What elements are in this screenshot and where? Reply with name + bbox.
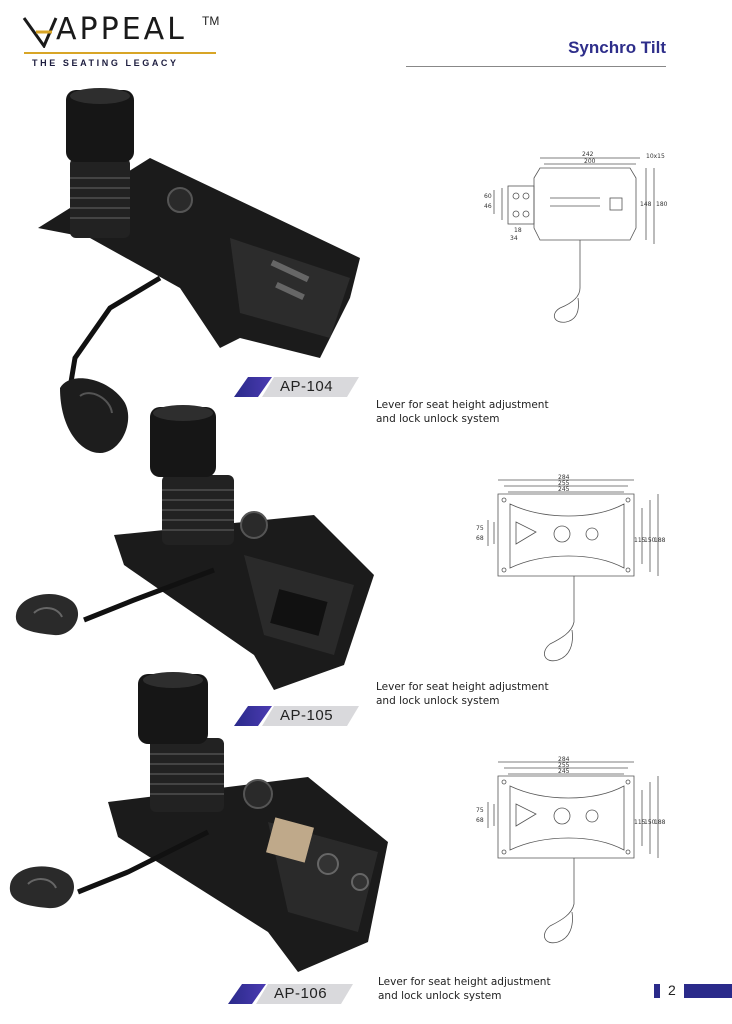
title-divider [406, 66, 666, 67]
dimension-label: 242 [582, 151, 594, 158]
dimension-label: 10x15 [646, 153, 665, 160]
dimension-label: 200 [584, 158, 596, 165]
dimension-label: 75 [476, 807, 484, 814]
badge-background [262, 377, 359, 397]
brand-logo: APPEAL TM THE SEATING LEGACY [22, 8, 222, 70]
product-code: AP-106 [274, 985, 328, 1002]
technical-drawing-ap-106: 284 255 245 75 68 115 150 188 [476, 756, 666, 944]
dimension-label: 255 [558, 762, 570, 769]
product-description-ap-106: Lever for seat height adjustment and loc… [378, 975, 551, 1003]
page-number: 2 [654, 982, 732, 998]
page-number-band [684, 984, 732, 998]
dimension-label: 150 [644, 819, 656, 826]
product-code: AP-105 [280, 707, 334, 724]
technical-drawing-ap-104: 242 200 10x15 60 46 148 180 18 34 [484, 151, 668, 323]
dimension-label: 180 [656, 201, 668, 208]
product-photo-ap-106 [9, 672, 388, 972]
product-badge-ap-106: AP-106 [228, 984, 353, 1004]
dimension-label: 75 [476, 525, 484, 532]
logo-a-icon [22, 17, 58, 48]
logo-underline [24, 52, 216, 54]
product-description-ap-105: Lever for seat height adjustment and loc… [376, 680, 549, 708]
description-line: Lever for seat height adjustment [376, 399, 549, 411]
description-line: and lock unlock system [376, 413, 500, 425]
trademark-mark: TM [202, 14, 220, 28]
dimension-label: 115 [634, 537, 646, 544]
product-photo-ap-104 [38, 88, 360, 453]
dimension-label: 60 [484, 193, 492, 200]
badge-background [262, 706, 359, 726]
dimension-label: 68 [476, 535, 484, 542]
page-title: Synchro Tilt [568, 38, 666, 57]
technical-drawing-ap-105: 284 255 245 75 68 115 150 188 [476, 474, 666, 662]
product-badge-ap-105: AP-105 [234, 706, 359, 726]
dimension-label: 34 [510, 235, 518, 242]
description-line: Lever for seat height adjustment [378, 976, 551, 988]
dimension-label: 150 [644, 537, 656, 544]
dimension-label: 284 [558, 474, 570, 481]
product-description-ap-104: Lever for seat height adjustment and loc… [376, 398, 549, 426]
brand-name: APPEAL [56, 12, 187, 47]
description-line: Lever for seat height adjustment [376, 681, 549, 693]
badge-background [256, 984, 353, 1004]
dimension-label: 245 [558, 768, 570, 775]
dimension-label: 245 [558, 486, 570, 493]
dimension-label: 284 [558, 756, 570, 763]
product-badge-ap-104: AP-104 [234, 377, 359, 397]
page-number-accent [654, 984, 660, 998]
dimension-label: 18 [514, 227, 522, 234]
dimension-label: 255 [558, 480, 570, 487]
page-number-text: 2 [668, 982, 676, 998]
dimension-label: 68 [476, 817, 484, 824]
dimension-label: 46 [484, 203, 492, 210]
dimension-label: 188 [654, 537, 666, 544]
description-line: and lock unlock system [378, 990, 502, 1002]
brand-tagline: THE SEATING LEGACY [32, 58, 179, 68]
dimension-label: 115 [634, 819, 646, 826]
dimension-label: 188 [654, 819, 666, 826]
product-code: AP-104 [280, 378, 334, 395]
product-photo-ap-105 [15, 405, 374, 690]
dimension-label: 148 [640, 201, 652, 208]
description-line: and lock unlock system [376, 695, 500, 707]
